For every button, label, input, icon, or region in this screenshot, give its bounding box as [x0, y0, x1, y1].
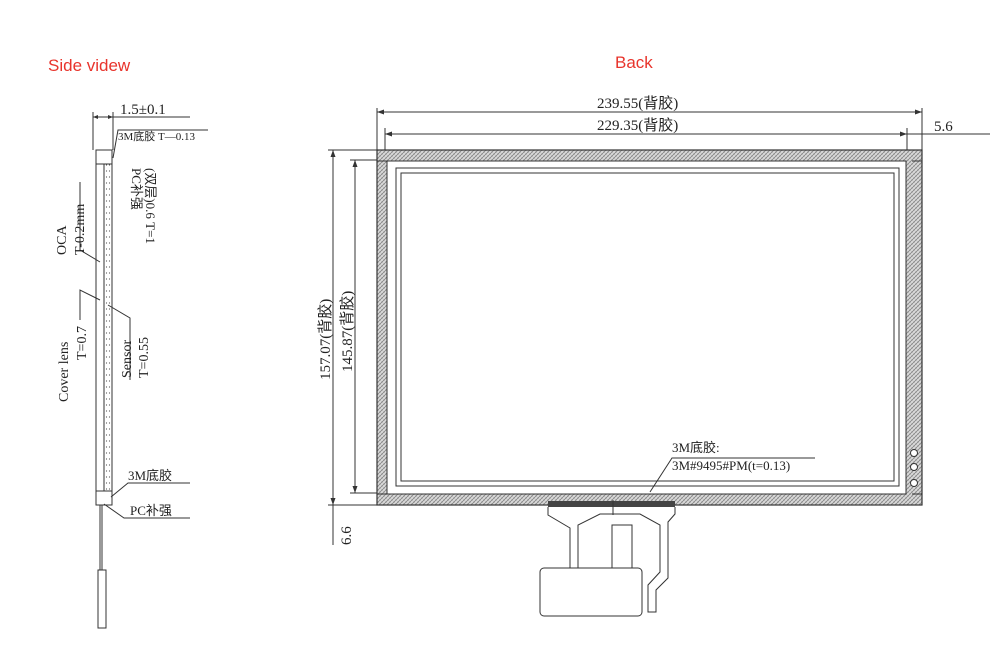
- oca-label: OCA: [55, 225, 70, 255]
- inner-height-label: 145.87(背胶): [339, 291, 356, 372]
- back-view-heading: Back: [615, 53, 653, 72]
- tape-top-label: 3M底胶 T—0.13: [118, 129, 195, 143]
- oca-leader: [79, 182, 101, 263]
- width-dimensions: 239.55(背胶) 229.35(背胶) 5.6: [376, 95, 990, 150]
- thickness-value: 1.5±0.1: [120, 102, 166, 118]
- pc-stiffener-label: PC补强: [130, 503, 172, 518]
- side-view-stack: [95, 149, 113, 629]
- bottom-offset-label: 6.6: [339, 526, 355, 545]
- pc-stiffener-rotated-label: PC补强: [129, 168, 144, 210]
- side-view: 1.5±0.1 3M底胶 T—0.13 OCA T-0.2mm PC补强: [55, 102, 208, 629]
- tape-bottom-label: 3M底胶: [128, 468, 172, 483]
- fpc-cable: [539, 500, 676, 617]
- pc-stiffener-rotated-spec: (双层)0.6 T=1: [143, 168, 158, 244]
- oca-thickness: T-0.2mm: [73, 204, 88, 255]
- cover-lens-thickness: T=0.7: [75, 326, 90, 360]
- sensor-thickness: T=0.55: [137, 337, 152, 378]
- mount-hole: [910, 463, 918, 471]
- back-view: 239.55(背胶) 229.35(背胶) 5.6 157.07(背胶): [317, 95, 990, 617]
- outer-width-label: 239.55(背胶): [597, 95, 678, 112]
- pc-stiffener-leader: [103, 503, 190, 519]
- right-offset-label: 5.6: [934, 119, 953, 135]
- height-dimensions: 157.07(背胶) 145.87(背胶) 6.6: [317, 149, 377, 545]
- tape-top-leader: [112, 129, 208, 159]
- cover-lens-leader: [79, 289, 101, 320]
- outer-height-label: 157.07(背胶): [317, 299, 334, 380]
- panel-outline: [376, 149, 923, 506]
- adhesive-label: 3M底胶:: [672, 440, 720, 455]
- cover-lens-label: Cover lens: [57, 342, 72, 402]
- inner-width-label: 229.35(背胶): [597, 117, 678, 134]
- side-thickness-dimension: 1.5±0.1: [92, 102, 190, 150]
- sensor-leader: [107, 304, 131, 380]
- tape-bottom-leader: [110, 482, 190, 498]
- adhesive-spec: 3M#9495#PM(t=0.13): [672, 458, 790, 473]
- side-view-heading: Side videw: [48, 56, 131, 75]
- mount-hole: [910, 479, 918, 487]
- mount-hole: [910, 449, 918, 457]
- sensor-label: Sensor: [120, 340, 135, 378]
- adhesive-callout: 3M底胶: 3M#9495#PM(t=0.13): [649, 440, 815, 493]
